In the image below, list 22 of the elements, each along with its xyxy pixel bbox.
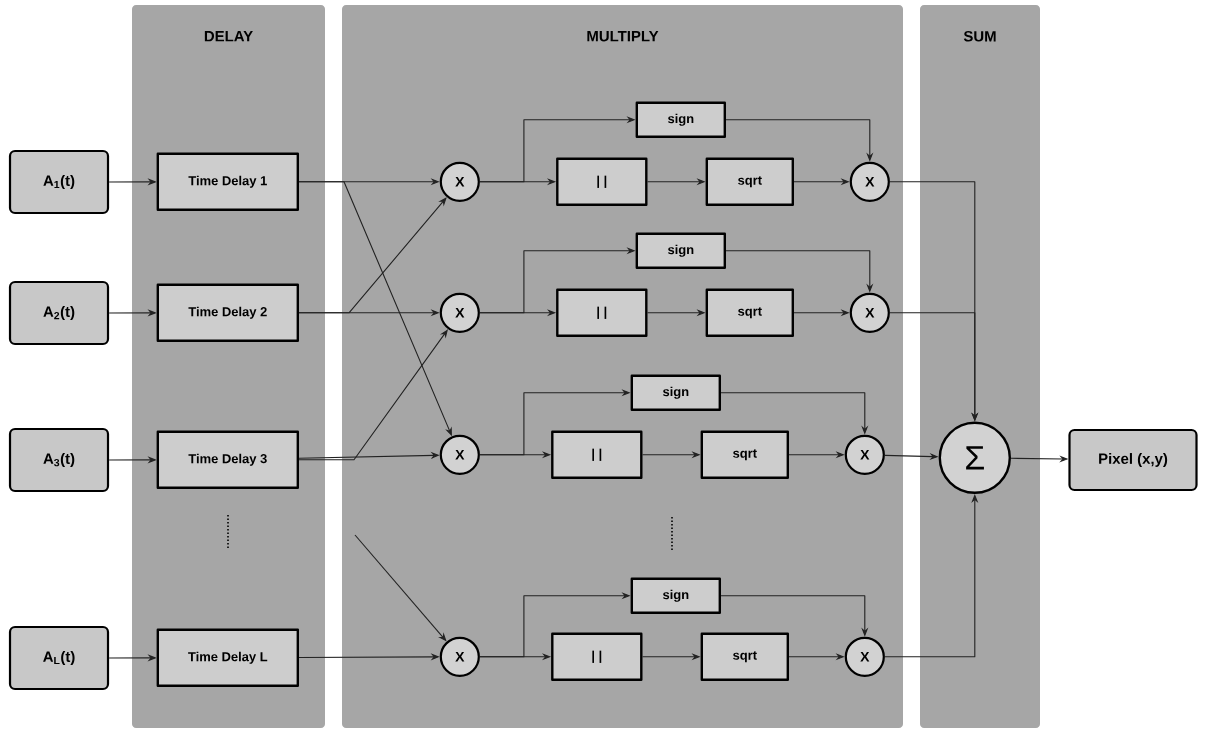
process-box: sqrt	[705, 157, 794, 206]
process-box: | |	[556, 157, 648, 206]
process-box: sign	[635, 232, 726, 269]
process-box: | |	[551, 430, 643, 479]
process-box: sign	[635, 101, 726, 138]
process-box: Time Delay 2	[156, 283, 299, 342]
process-box: sqrt	[700, 632, 789, 681]
process-box: sqrt	[700, 430, 789, 479]
process-box: | |	[551, 632, 643, 681]
signal-box: A$_{1}$(t)	[8, 149, 110, 215]
signal-box: A$_{L}$(t)	[8, 625, 110, 691]
signal-box: Pixel (x,y)	[1068, 428, 1198, 492]
process-box: sqrt	[705, 288, 794, 337]
process-box: sign	[630, 374, 721, 411]
process-box: Time Delay 3	[156, 430, 299, 489]
process-box: | |	[556, 288, 648, 337]
arrow	[298, 197, 447, 314]
signal-box: A$_{3}$(t)	[8, 427, 110, 493]
signal-box: A$_{2}$(t)	[8, 280, 110, 346]
process-box: Time Delay L	[156, 628, 299, 687]
process-box: Time Delay 1	[156, 152, 299, 211]
process-box: sign	[630, 577, 721, 614]
